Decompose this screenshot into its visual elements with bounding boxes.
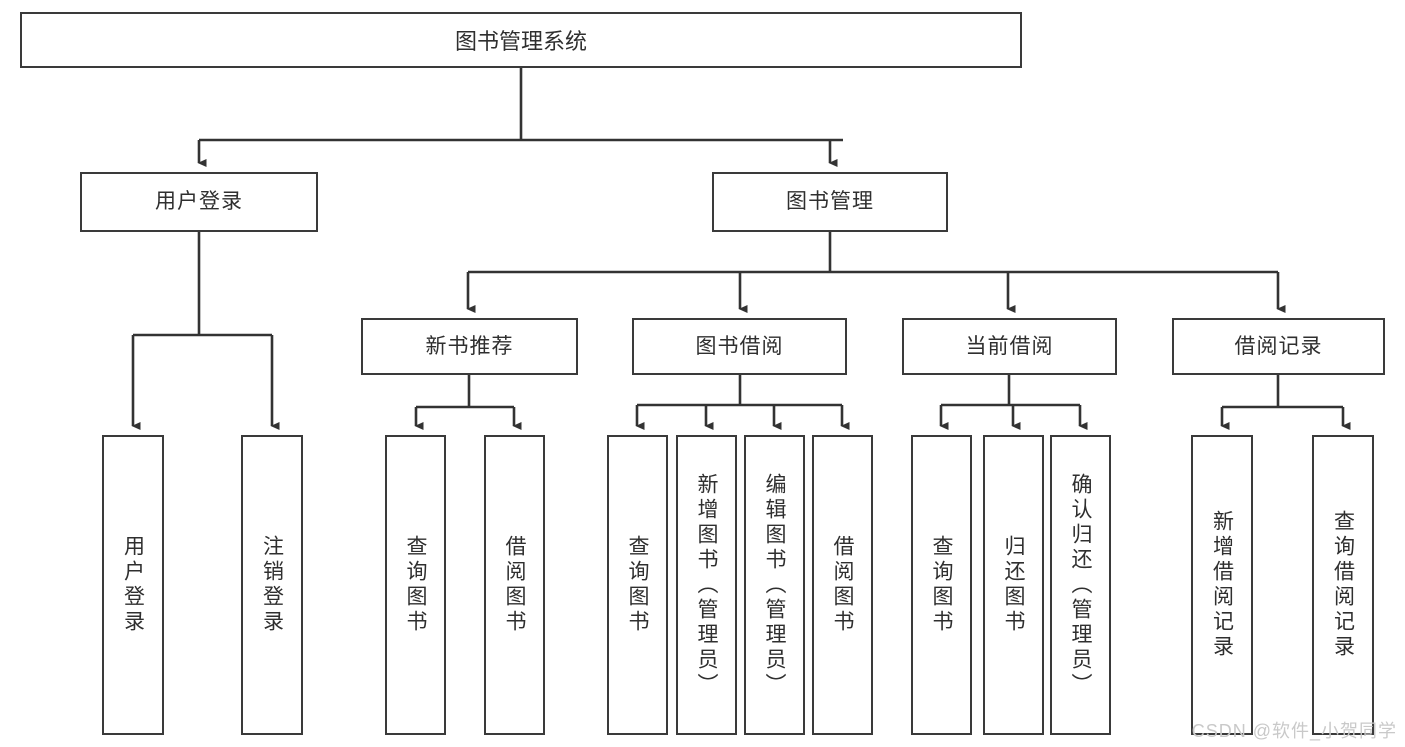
node-current-borrow-label: 当前借阅 (965, 334, 1054, 358)
csdn-watermark: CSDN @软件_小贺同学 (1191, 721, 1397, 741)
node-leaf-user-login[interactable]: 用户登录 (102, 435, 164, 735)
node-root-label: 图书管理系统 (454, 29, 587, 54)
node-new-book-recommend[interactable]: 新书推荐 (361, 318, 578, 375)
node-leaf-add-book[interactable]: 新增图书（管理员） (676, 435, 737, 735)
node-leaf-borrow-book-1[interactable]: 借阅图书 (484, 435, 545, 735)
node-leaf-add-record-label: 新增借阅记录 (1210, 510, 1234, 660)
node-leaf-edit-book-label: 编辑图书（管理员） (763, 472, 786, 698)
node-root[interactable]: 图书管理系统 (20, 12, 1022, 68)
node-book-borrow[interactable]: 图书借阅 (632, 318, 847, 375)
node-leaf-query-book-3-label: 查询图书 (930, 535, 953, 635)
node-leaf-logout[interactable]: 注销登录 (241, 435, 303, 735)
node-leaf-query-book-1-label: 查询图书 (404, 535, 427, 635)
node-leaf-return-book-label: 归还图书 (1002, 535, 1025, 635)
node-book-manage-label: 图书管理 (786, 190, 874, 214)
node-leaf-add-record[interactable]: 新增借阅记录 (1191, 435, 1253, 735)
node-user-login-label: 用户登录 (155, 190, 243, 214)
node-book-manage[interactable]: 图书管理 (712, 172, 948, 232)
node-borrow-record[interactable]: 借阅记录 (1172, 318, 1385, 375)
node-leaf-borrow-book-2[interactable]: 借阅图书 (812, 435, 873, 735)
node-leaf-confirm-return[interactable]: 确认归还（管理员） (1050, 435, 1111, 735)
node-leaf-query-record[interactable]: 查询借阅记录 (1312, 435, 1374, 735)
node-leaf-query-book-3[interactable]: 查询图书 (911, 435, 972, 735)
node-leaf-query-book-2[interactable]: 查询图书 (607, 435, 668, 735)
node-leaf-borrow-book-2-label: 借阅图书 (831, 535, 854, 635)
node-leaf-return-book[interactable]: 归还图书 (983, 435, 1044, 735)
node-leaf-edit-book[interactable]: 编辑图书（管理员） (744, 435, 805, 735)
node-current-borrow[interactable]: 当前借阅 (902, 318, 1117, 375)
node-book-borrow-label: 图书借阅 (695, 334, 784, 358)
node-leaf-query-record-label: 查询借阅记录 (1331, 510, 1355, 660)
node-leaf-query-book-1[interactable]: 查询图书 (385, 435, 446, 735)
node-leaf-borrow-book-1-label: 借阅图书 (503, 535, 526, 635)
node-leaf-user-login-label: 用户登录 (121, 535, 145, 635)
node-borrow-record-label: 借阅记录 (1234, 334, 1323, 358)
node-leaf-query-book-2-label: 查询图书 (626, 535, 649, 635)
node-leaf-logout-label: 注销登录 (260, 535, 284, 635)
node-leaf-add-book-label: 新增图书（管理员） (695, 472, 718, 698)
node-user-login[interactable]: 用户登录 (80, 172, 318, 232)
node-new-book-recommend-label: 新书推荐 (425, 334, 514, 358)
node-leaf-confirm-return-label: 确认归还（管理员） (1069, 472, 1092, 698)
